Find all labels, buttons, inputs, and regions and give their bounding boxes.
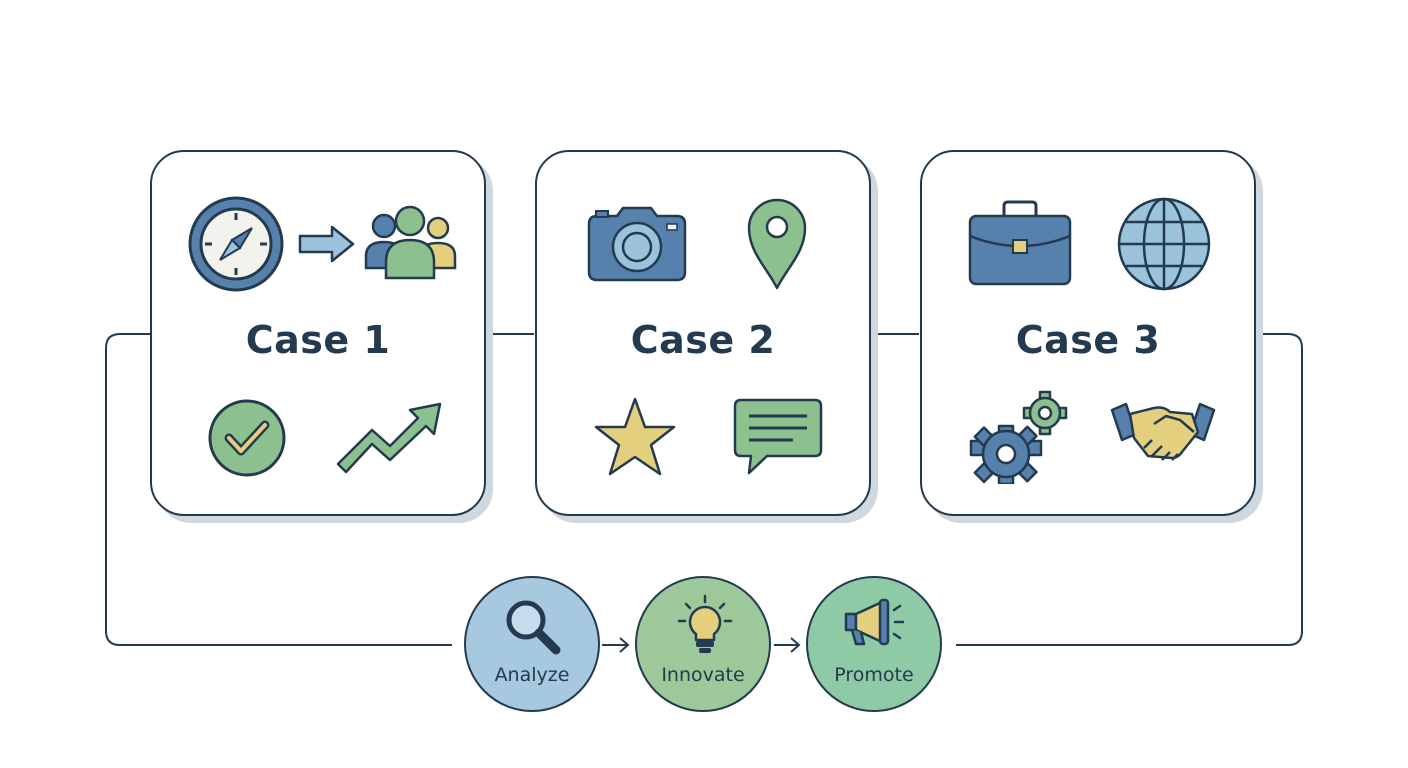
- case-card-2: Case 2: [535, 150, 871, 516]
- right-loop-line: [956, 333, 1303, 646]
- step-innovate: Innovate: [635, 576, 771, 712]
- briefcase-icon: [968, 200, 1072, 286]
- case-card-3: Case 3: [920, 150, 1256, 516]
- step-analyze: Analyze: [464, 576, 600, 712]
- step-label-innovate: Innovate: [661, 664, 745, 686]
- map-pin-icon: [747, 198, 807, 290]
- star-icon: [594, 397, 676, 476]
- arrow-head-2: [790, 637, 801, 653]
- case-card-1: Case 1: [150, 150, 486, 516]
- trend-up-icon: [336, 402, 442, 474]
- check-circle-icon: [208, 399, 286, 477]
- camera-icon: [587, 206, 687, 282]
- case-title-1: Case 1: [245, 318, 391, 362]
- step-label-analyze: Analyze: [494, 664, 570, 686]
- case-title-3: Case 3: [1015, 318, 1161, 362]
- compass-icon: [188, 196, 284, 292]
- step-label-promote: Promote: [834, 664, 914, 686]
- magnifier-icon: [506, 600, 561, 655]
- handshake-icon: [1110, 402, 1216, 461]
- globe-icon: [1117, 197, 1211, 291]
- step-promote: Promote: [806, 576, 942, 712]
- team-icon: [364, 205, 457, 280]
- arrow-head-1: [619, 637, 630, 653]
- case-title-2: Case 2: [630, 318, 776, 362]
- gears-icon: [969, 390, 1068, 484]
- megaphone-icon: [844, 598, 905, 646]
- left-loop-line: [105, 333, 452, 646]
- arrow-right-icon: [298, 225, 355, 263]
- chat-bubble-icon: [733, 398, 823, 475]
- lightbulb-icon: [677, 594, 733, 653]
